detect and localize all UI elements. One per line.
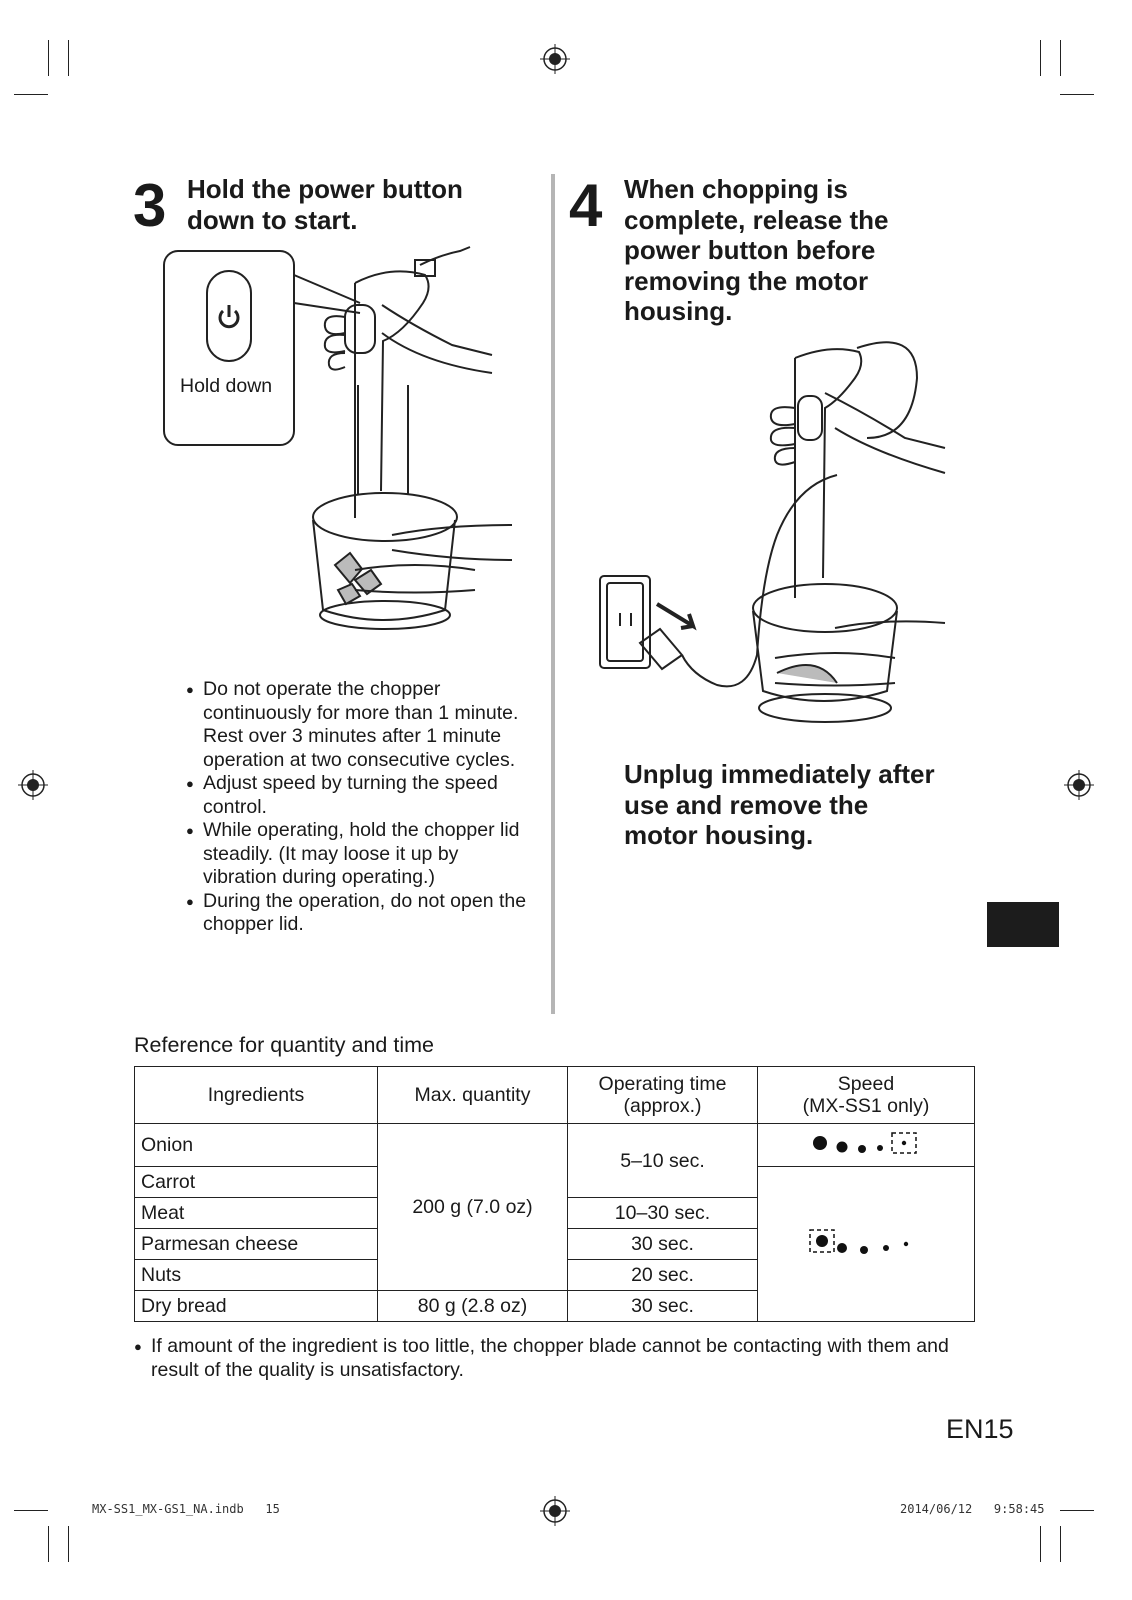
time-cell: 5–10 sec. (567, 1123, 758, 1198)
step-4-title-line: When chopping is (624, 174, 848, 204)
registration-mark-icon (1064, 770, 1094, 800)
ingredient-cell: Dry bread (134, 1290, 378, 1322)
table-footnote: If amount of the ingredient is too littl… (134, 1335, 974, 1382)
step-4-number: 4 (569, 172, 603, 239)
table-row: Parmesan cheese 30 sec. (134, 1228, 975, 1260)
header-line: (MX-SS1 only) (802, 1095, 930, 1117)
column-divider (551, 174, 555, 1014)
table-header-row: Ingredients Max. quantity Operating time… (134, 1066, 975, 1124)
step-4-title-line: removing the motor (624, 265, 869, 296)
table-row: Onion 200 g (7.0 oz) 5–10 sec. (134, 1123, 975, 1291)
ingredient-cell: Nuts (134, 1259, 378, 1291)
section-tab (987, 902, 1059, 947)
crop-mark (1060, 1510, 1094, 1511)
unplug-illustration (599, 341, 946, 723)
step-4-title-line: power button before (624, 235, 876, 265)
crop-mark (1060, 94, 1094, 95)
crop-mark (1040, 40, 1041, 76)
time-cell: 10–30 sec. (567, 1197, 758, 1229)
registration-mark-icon (540, 1496, 570, 1526)
crop-mark (1060, 40, 1061, 76)
step-3-title-line: Hold the power button (187, 174, 463, 204)
time-cell: 30 sec. (567, 1290, 758, 1322)
note-item: Do not operate the chopper continuously … (186, 678, 536, 772)
step-3-title-line: down to start. (187, 204, 358, 235)
unplug-note-line: motor housing. (624, 820, 814, 850)
hold-down-label: Hold down (180, 375, 273, 397)
speed-cell (757, 1166, 975, 1322)
step-3-notes: Do not operate the chopper continuously … (186, 678, 536, 937)
crop-mark (1060, 1526, 1061, 1562)
reference-caption: Reference for quantity and time (134, 1033, 434, 1057)
registration-mark-icon (540, 44, 570, 74)
header-speed: Speed (MX-SS1 only) (757, 1066, 975, 1124)
table-row: Carrot (134, 1166, 975, 1322)
page-number: EN15 (946, 1414, 1014, 1444)
ingredient-cell: Meat (134, 1197, 378, 1229)
hold-power-button-illustration (163, 246, 513, 630)
speed-low-indicator-icon (809, 1228, 909, 1254)
header-line: Speed (837, 1073, 895, 1095)
time-cell: 20 sec. (567, 1259, 758, 1291)
header-line: (approx.) (623, 1095, 702, 1117)
note-item: During the operation, do not open the ch… (186, 890, 536, 937)
header-line: Operating time (598, 1073, 727, 1095)
crop-mark (48, 40, 49, 76)
step-3-title: Hold the power button down to start. (187, 174, 463, 235)
step-4-title-line: complete, release the (624, 204, 889, 235)
crop-mark (14, 1510, 48, 1511)
reference-table: Ingredients Max. quantity Operating time… (134, 1066, 975, 1322)
unplug-note-line: use and remove the (624, 789, 869, 820)
crop-mark (68, 40, 69, 76)
power-icon (218, 305, 240, 329)
footer-filename: MX-SS1_MX-GS1_NA.indb 15 (92, 1502, 280, 1516)
unplug-note-line: Unplug immediately after (624, 759, 935, 789)
header-ingredients: Ingredients (134, 1066, 378, 1124)
crop-mark (14, 94, 48, 95)
speed-cell (757, 1123, 975, 1167)
time-cell: 30 sec. (567, 1228, 758, 1260)
header-operating-time: Operating time (approx.) (567, 1066, 758, 1124)
arrow-icon (655, 602, 697, 631)
quantity-cell: 200 g (7.0 oz) (377, 1123, 568, 1291)
footnote-item: If amount of the ingredient is too littl… (134, 1335, 974, 1382)
ingredient-cell: Parmesan cheese (134, 1228, 378, 1260)
crop-mark (68, 1526, 69, 1562)
step-4-title-line: housing. (624, 296, 733, 326)
note-item: While operating, hold the chopper lid st… (186, 819, 536, 890)
table-row: Dry bread 80 g (2.8 oz) 30 sec. (134, 1290, 975, 1322)
ingredient-cell: Carrot (134, 1166, 378, 1198)
footer-datetime: 2014/06/12 9:58:45 (900, 1502, 1045, 1516)
speed-high-indicator-icon (813, 1131, 917, 1154)
step-3-number: 3 (133, 172, 167, 239)
note-item: Adjust speed by turning the speed contro… (186, 772, 536, 819)
registration-mark-icon (18, 770, 48, 800)
header-max-quantity: Max. quantity (377, 1066, 568, 1124)
table-row: Meat 10–30 sec. (134, 1197, 975, 1229)
ingredient-cell: Onion (134, 1123, 378, 1167)
unplug-note: Unplug immediately after use and remove … (624, 759, 935, 851)
crop-mark (1040, 1526, 1041, 1562)
crop-mark (48, 1526, 49, 1562)
quantity-cell: 80 g (2.8 oz) (377, 1290, 568, 1322)
step-4-title: When chopping is complete, release the p… (624, 174, 888, 327)
